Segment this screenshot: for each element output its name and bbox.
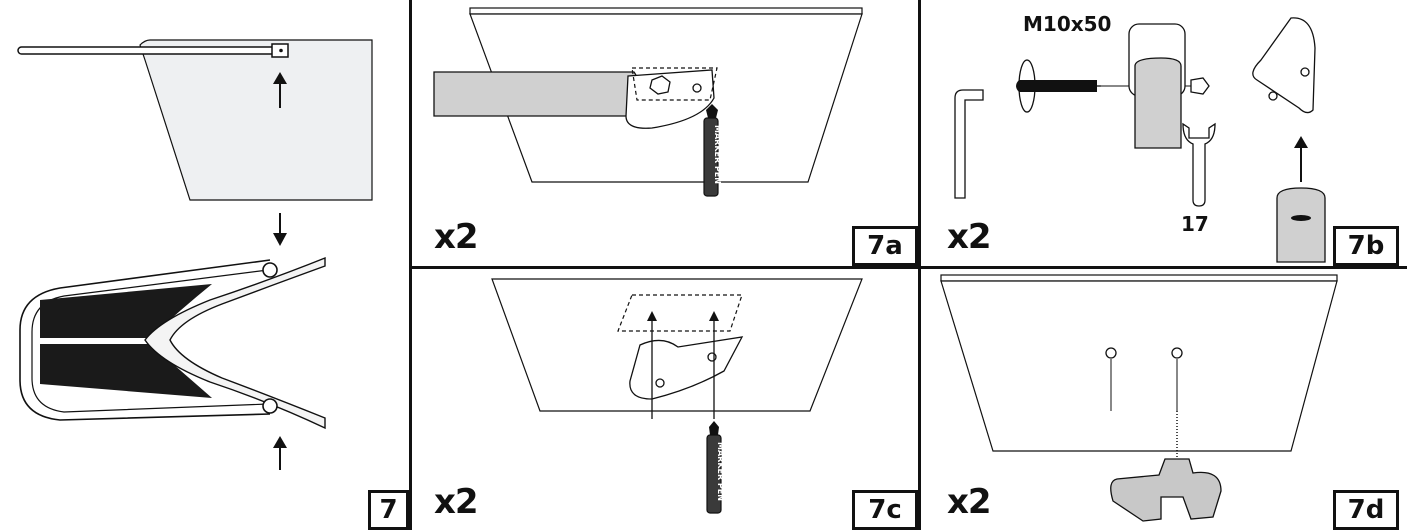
quantity-label-7c: x2 — [434, 482, 479, 522]
step-7-illustration — [17, 39, 373, 470]
sail-board — [491, 278, 863, 412]
quantity-label-7d: x2 — [947, 482, 992, 522]
divider-horizontal — [412, 266, 1407, 269]
arrow-down-icon — [273, 213, 287, 246]
divider-vertical-left — [409, 0, 412, 530]
wrench-size-label: 17 — [1181, 212, 1209, 236]
dashed-outline — [631, 67, 718, 101]
sail-panel — [139, 39, 373, 201]
allen-key-icon — [954, 89, 984, 199]
quantity-label-7b: x2 — [947, 217, 992, 257]
bracket — [625, 69, 715, 129]
step-label-7a: 7a — [852, 226, 918, 266]
pad-bottom — [40, 344, 212, 398]
arrow-up-icon — [1294, 136, 1308, 182]
panel-step-7d: x2 7d — [921, 269, 1407, 530]
pole — [433, 71, 642, 117]
nut-icon — [1190, 77, 1210, 95]
sail-board — [940, 280, 1338, 452]
hole-left — [1105, 347, 1117, 359]
pole — [1134, 57, 1182, 149]
marker-pen-icon: MARKER PEN — [703, 104, 722, 197]
panel-step-7c: MARKER PEN x2 7c — [412, 269, 918, 530]
arrow-up-icon-bottom — [273, 436, 287, 470]
svg-text:MARKER PEN: MARKER PEN — [716, 442, 725, 501]
svg-text:MARKER PEN: MARKER PEN — [713, 125, 722, 184]
step-7a-illustration: MARKER PEN — [433, 7, 863, 197]
panel-step-7a: MARKER PEN x2 7a — [412, 0, 918, 266]
step-label-7b: 7b — [1333, 226, 1399, 266]
step-label-7c: 7c — [852, 490, 918, 530]
v-fabric — [144, 256, 326, 430]
wrench-icon — [1182, 122, 1216, 207]
bracket-icon — [1252, 17, 1316, 114]
step-7d-illustration — [940, 274, 1338, 522]
panel-step-7: 7 — [0, 0, 409, 530]
frame-outline — [19, 259, 271, 421]
pole — [17, 46, 281, 55]
step-7c-illustration: MARKER PEN — [491, 278, 863, 514]
bolt — [1016, 80, 1097, 92]
step-7b-illustration — [954, 17, 1326, 263]
bolt-size-label: M10x50 — [1023, 12, 1112, 36]
quantity-label-7a: x2 — [434, 217, 479, 257]
hole-right — [1171, 347, 1183, 359]
bolt-head — [649, 75, 671, 95]
pole-end — [1276, 187, 1326, 263]
pivot-top — [262, 262, 278, 278]
drill-icon — [1110, 458, 1222, 522]
arrow-up-icon — [273, 72, 287, 108]
step-label-7: 7 — [368, 490, 409, 530]
pivot-bottom — [262, 398, 278, 414]
step-label-7d: 7d — [1333, 490, 1399, 530]
marker-pen-icon: MARKER PEN — [706, 421, 725, 514]
divider-vertical-right — [918, 0, 921, 530]
pad-top — [40, 284, 212, 338]
panel-step-7b: M10x50 17 x2 7b — [921, 0, 1407, 266]
dashed-outline — [617, 294, 743, 332]
